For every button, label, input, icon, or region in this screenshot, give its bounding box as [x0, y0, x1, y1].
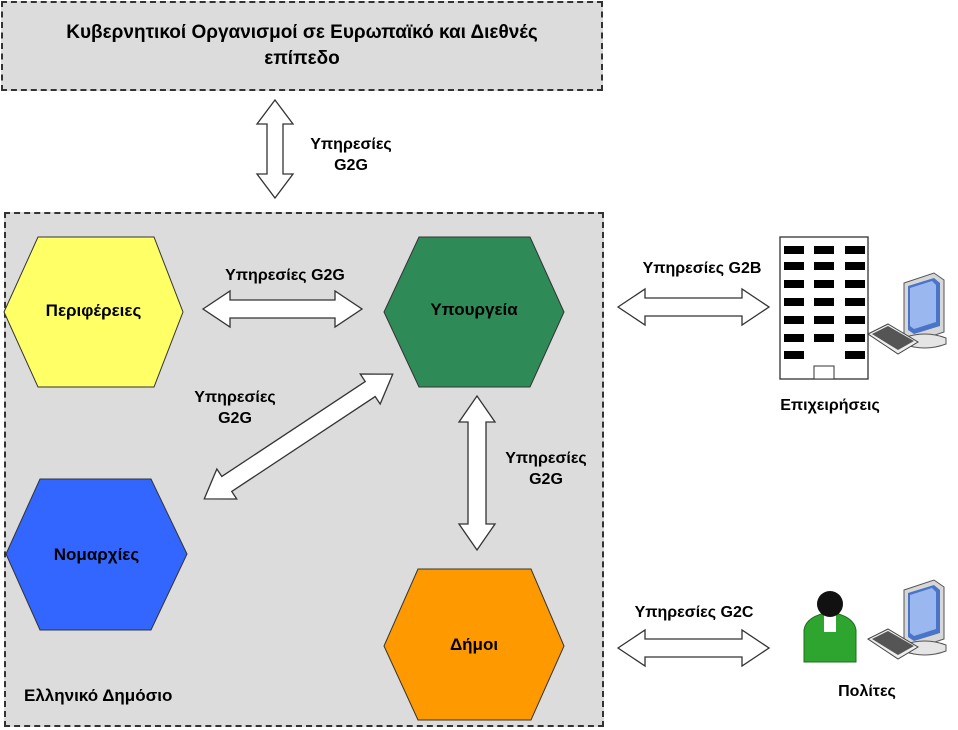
- prefectures-ministries-arrow: [203, 373, 394, 500]
- citizen-computer-icon: [867, 579, 947, 660]
- prefectures-label: Νομαρχίες: [53, 545, 140, 564]
- international-g2g-arrow: [255, 98, 295, 200]
- ministries-municipalities-label-line2: G2G: [529, 471, 563, 488]
- municipalities-label: Δήμοι: [449, 635, 499, 654]
- g2b-label: Υπηρεσίες G2B: [642, 260, 762, 277]
- g2b-arrow: [616, 287, 771, 327]
- regions-ministries-arrow: [201, 289, 364, 329]
- citizens-label: Πολίτες: [838, 683, 896, 700]
- international-organizations-title-line1: Κυβερνητικοί Οργανισμοί σε Ευρωπαϊκό και…: [66, 22, 538, 43]
- international-g2g-label-line2: G2G: [334, 157, 368, 174]
- ministries-municipalities-arrow: [457, 394, 497, 552]
- prefectures-ministries-label-line2: G2G: [218, 410, 252, 427]
- ministries-municipalities-label-line1: Υπηρεσίες: [505, 450, 587, 467]
- ministries-municipalities-label: Υπηρεσίες G2G: [491, 448, 601, 490]
- prefectures-ministries-label-line1: Υπηρεσίες: [194, 389, 276, 406]
- g2c-label: Υπηρεσίες G2C: [634, 604, 754, 621]
- office-building-icon: [779, 236, 869, 380]
- greek-public-sector-label: Ελληνικό Δημόσιο: [24, 686, 173, 705]
- prefectures-ministries-arrow-group: [203, 373, 394, 500]
- international-g2g-label-line1: Υπηρεσίες: [310, 136, 392, 153]
- international-g2g-label: Υπηρεσίες G2G: [296, 134, 406, 176]
- regions-hexagon: [3, 236, 184, 388]
- businesses-label: Επιχειρήσεις: [780, 397, 880, 414]
- ministries-hexagon: [383, 236, 565, 388]
- international-organizations-title: Κυβερνητικοί Οργανισμοί σε Ευρωπαϊκό και…: [22, 20, 582, 72]
- regions-label: Περιφέρειες: [45, 301, 142, 320]
- prefectures-ministries-label: Υπηρεσίες G2G: [180, 387, 290, 429]
- prefectures-hexagon: [5, 478, 188, 631]
- business-computer-icon: [867, 272, 947, 355]
- international-organizations-title-line2: επίπεδο: [264, 48, 340, 69]
- ministries-label: Υπουργεία: [430, 300, 518, 319]
- international-organizations-box: Κυβερνητικοί Οργανισμοί σε Ευρωπαϊκό και…: [1, 1, 603, 91]
- person-icon: [803, 591, 857, 663]
- municipalities-hexagon: [383, 568, 565, 721]
- g2c-arrow: [616, 628, 771, 668]
- regions-ministries-label: Υπηρεσίες G2G: [225, 267, 345, 284]
